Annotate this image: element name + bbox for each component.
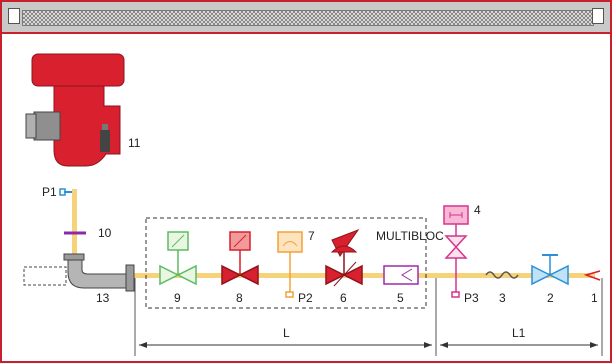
close-box-icon[interactable]: [8, 8, 20, 24]
title-bar-pattern: [22, 10, 594, 26]
solenoid-valve-icon: [221, 231, 259, 286]
title-bar: [2, 2, 610, 34]
label-10: 10: [98, 226, 112, 240]
pressure-tap-icon: [59, 188, 72, 196]
burner-icon: [25, 53, 125, 167]
solenoid-valve-icon: [159, 231, 197, 286]
label-7: 7: [308, 229, 315, 243]
gas-cock-icon: [443, 205, 469, 298]
dimension-lines: [134, 278, 603, 356]
p1-label: P1: [42, 185, 57, 199]
gas-inlet-icon: [583, 270, 601, 281]
ball-valve-icon: [531, 254, 569, 286]
regulator-valve-icon: [325, 228, 363, 287]
multibloc-box: [145, 217, 427, 309]
flexible-joint-icon: [485, 271, 519, 279]
label-2: 2: [547, 291, 554, 305]
label-13: 13: [96, 291, 110, 305]
label-4: 4: [474, 203, 481, 217]
zoom-box-icon[interactable]: [592, 8, 604, 24]
main-pipe: [72, 189, 595, 278]
multibloc-label: MULTIBLOC: [376, 229, 444, 243]
label-p2: P2: [298, 291, 313, 305]
filter-icon: [383, 265, 419, 285]
label-8: 8: [236, 291, 243, 305]
label-6: 6: [340, 291, 347, 305]
gas-train-diagram: 11 P1 10 13 MULTIBLOC 9: [23, 53, 603, 356]
label-p3: P3: [464, 291, 479, 305]
dimension-l-label: L: [283, 326, 290, 340]
elbow-pipe-icon: [23, 253, 135, 292]
label-5: 5: [397, 291, 404, 305]
dimension-l1-label: L1: [512, 326, 526, 340]
label-9: 9: [174, 291, 181, 305]
label-1: 1: [591, 291, 598, 305]
label-3: 3: [499, 291, 506, 305]
burner-label: 11: [128, 136, 141, 150]
pressure-switch-icon: [277, 231, 303, 298]
